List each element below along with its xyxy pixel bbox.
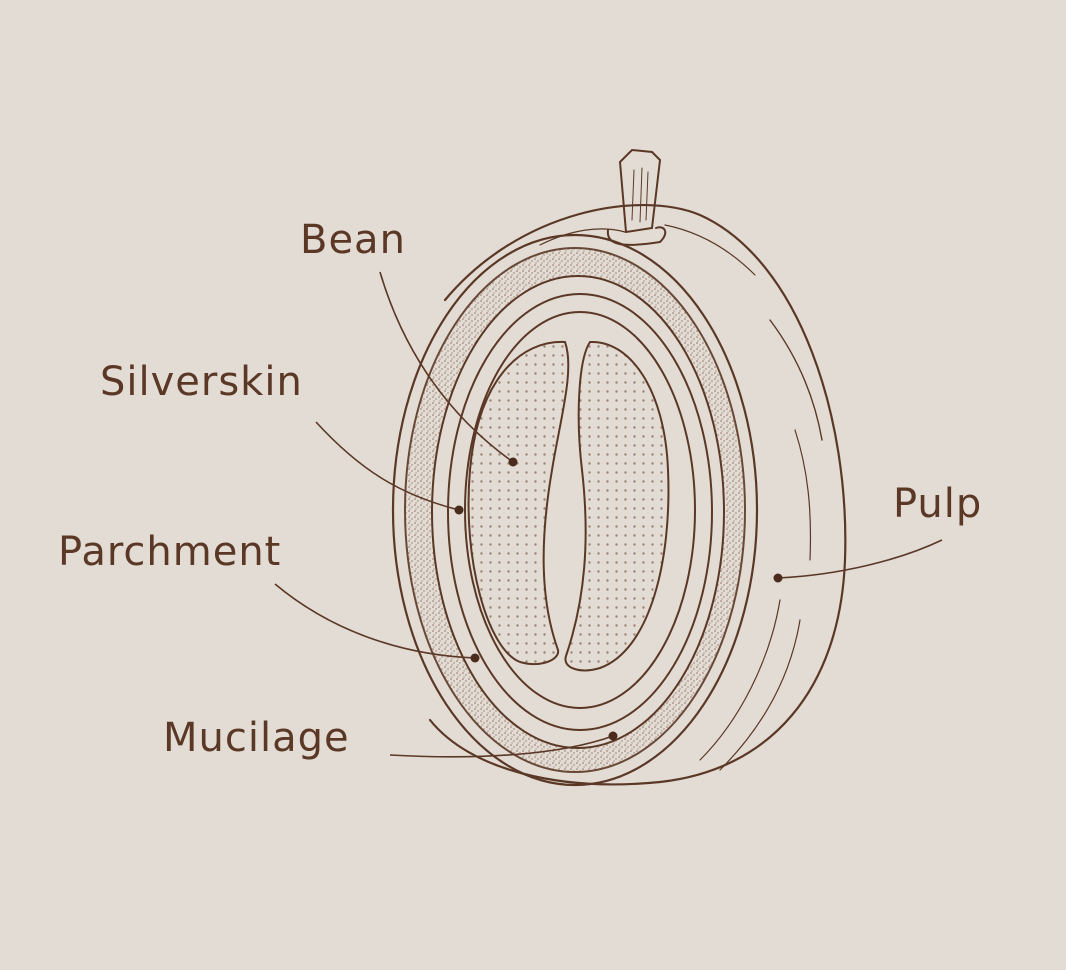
leader-silverskin (315, 421, 460, 511)
stem (618, 148, 662, 234)
parchment-layer (447, 293, 713, 731)
label-silverskin: Silverskin (100, 359, 303, 405)
pulp-marker (773, 573, 783, 583)
bean-left (467, 340, 570, 666)
label-bean: Bean (300, 217, 406, 263)
leader-pulp (777, 539, 943, 579)
leader-bean (379, 271, 514, 463)
leader-mucilage (389, 735, 614, 758)
label-mucilage: Mucilage (163, 715, 350, 761)
parchment-marker (470, 653, 480, 663)
mucilage-marker (608, 731, 618, 741)
cut-face-outer (391, 233, 759, 787)
silverskin-marker (454, 505, 464, 515)
silverskin-layer (464, 311, 696, 709)
label-parchment: Parchment (58, 529, 282, 575)
bean-marker (508, 457, 518, 467)
leader-parchment (274, 583, 476, 659)
bean-right (564, 340, 670, 672)
label-pulp: Pulp (893, 481, 983, 527)
